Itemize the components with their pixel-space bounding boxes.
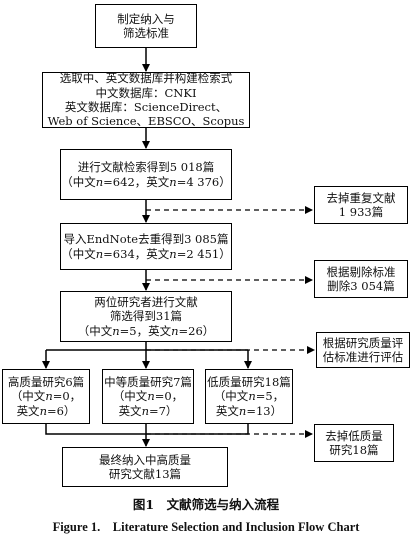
box-high-quality: 高质量研究6篇 （中文n=0， 英文n=6）	[2, 369, 90, 424]
box-low-quality: 低质量研究18篇 （中文n=5， 英文n=13）	[205, 369, 293, 424]
box-databases: 选取中、英文数据库并构建检索式 中文数据库：CNKI 英文数据库：Science…	[42, 71, 250, 128]
box-final: 最终纳入中高质量 研究文献13篇	[62, 447, 228, 487]
side-box-excluded: 根据剔除标准 删除3 054篇	[314, 260, 408, 298]
box-search: 进行文献检索得到5 018篇 （中文n=642，英文n=4 376）	[60, 149, 232, 200]
side-box-remove-low: 去掉低质量 研究18篇	[314, 424, 394, 462]
merge-line	[45, 424, 249, 435]
box-screening: 两位研究者进行文献 筛选得到31篇 （中文n=5，英文n=26）	[60, 291, 232, 342]
box-criteria: 制定纳入与 筛选标准	[95, 4, 197, 48]
box-dedup: 导入EndNote去重得到3 085篇 （中文n=634，英文n=2 451）	[60, 223, 232, 270]
box-medium-quality: 中等质量研究7篇 （中文n=0， 英文n=7）	[102, 369, 194, 424]
side-box-duplicates: 去掉重复文献 1 933篇	[314, 186, 408, 224]
side-box-quality-assessment: 根据研究质量评 估标准进行评估	[316, 332, 410, 368]
figure-caption-zh: 图1 文献筛选与纳入流程	[132, 497, 280, 512]
figure-caption-en: Figure 1. Literature Selection and Inclu…	[52, 520, 360, 534]
